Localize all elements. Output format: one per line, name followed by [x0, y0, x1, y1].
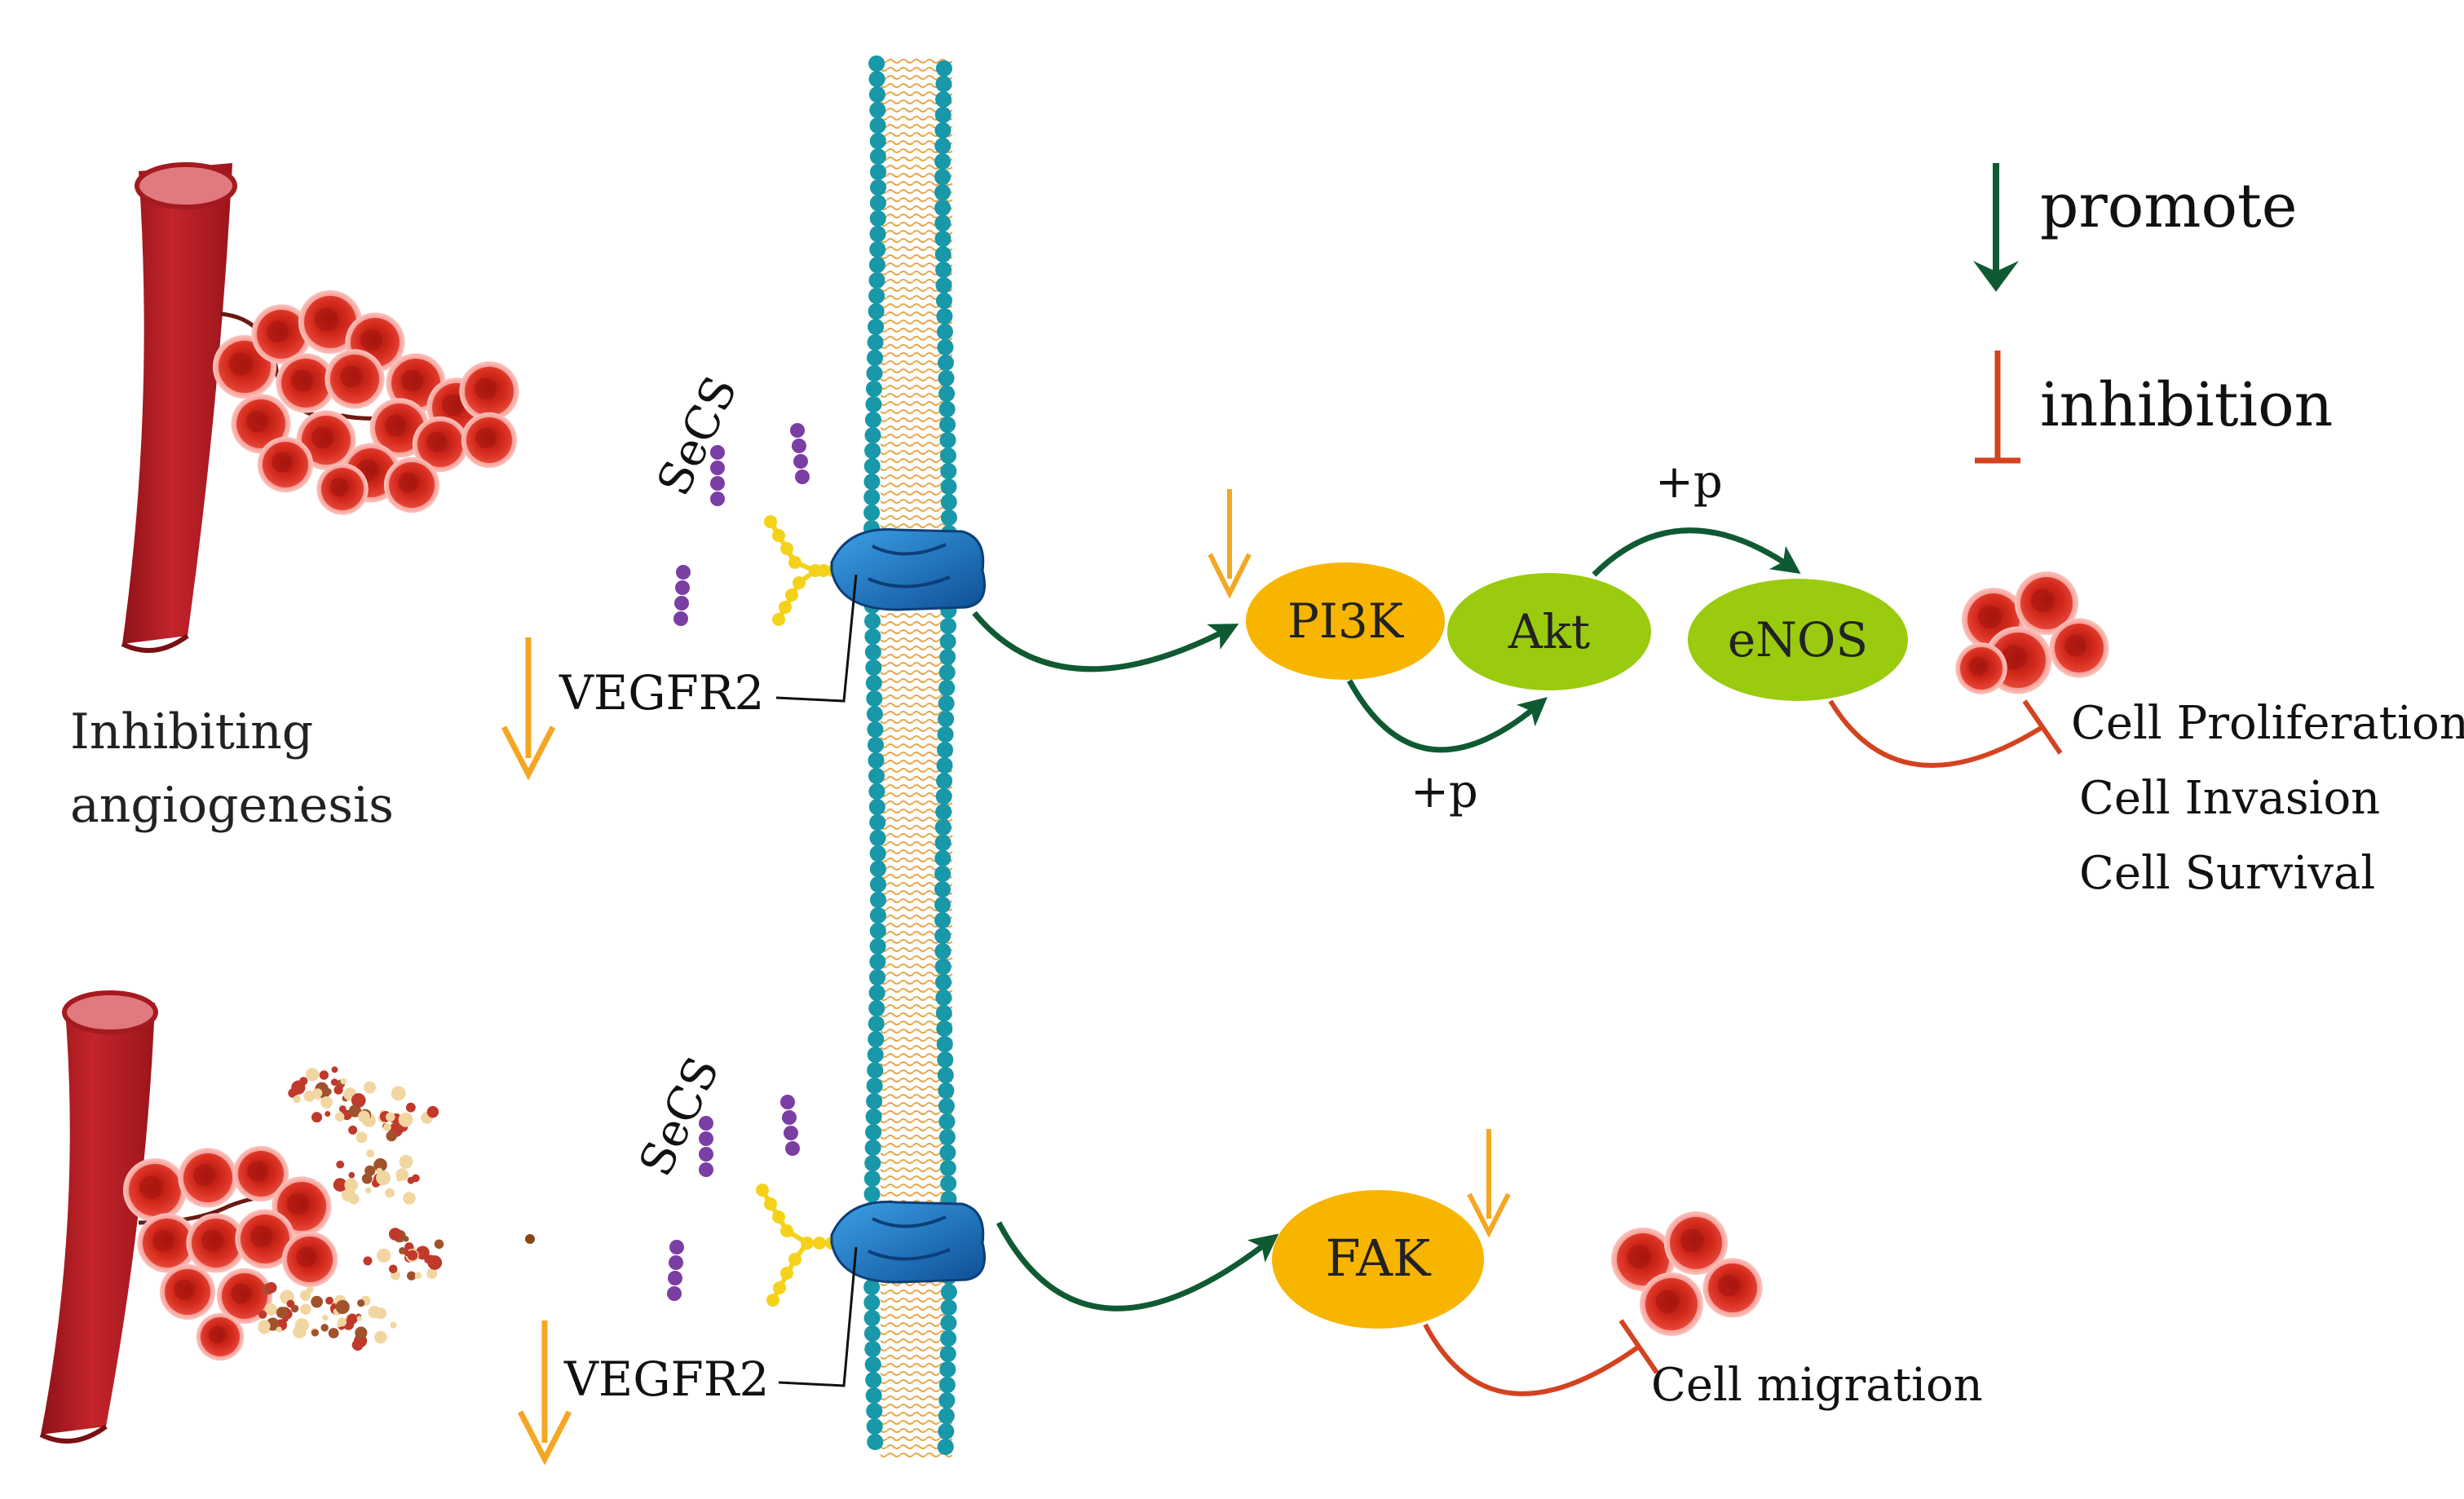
enos-label: eNOS — [1728, 612, 1868, 668]
tumor-cluster-top — [212, 289, 519, 515]
tumor-cell — [257, 436, 314, 493]
tumor-cluster-bottom — [122, 1145, 338, 1361]
tumor-cell — [178, 1148, 238, 1208]
vegfr2-receptor-top — [830, 528, 986, 611]
tumor-cell — [251, 304, 311, 364]
promote-arrow-pi3k-to-akt — [1346, 679, 1548, 753]
outcome-invasion: Cell Invasion — [2079, 772, 2380, 825]
inhibit-curve-enos-to-outcomes — [1828, 699, 2044, 768]
tumor-cell — [459, 361, 519, 421]
promote-arrow-receptor-to-fak — [996, 1221, 1279, 1312]
tumor-cell — [232, 1145, 289, 1202]
tumor-cells-bottom-right — [1610, 1210, 1763, 1337]
promote-arrow-akt-to-enos — [1592, 527, 1801, 577]
tumor-cell — [383, 456, 440, 514]
secs-molecules-bottom — [667, 1095, 800, 1301]
tumor-cell — [276, 353, 336, 413]
secs-label-top: SeCS — [647, 368, 748, 504]
tumor-cell — [235, 1209, 295, 1269]
tumor-cell — [122, 1157, 188, 1223]
caption-inhibiting: Inhibiting — [70, 703, 313, 761]
fak-node: FAK — [1272, 1190, 1484, 1329]
tumor-cell — [325, 349, 385, 409]
tumor-cell — [1639, 1272, 1704, 1337]
enos-node: eNOS — [1688, 579, 1908, 701]
secs-label-bottom: SeCS — [629, 1049, 730, 1184]
outcome-survival: Cell Survival — [2079, 847, 2375, 900]
vegfr2-receptor-bottom — [830, 1201, 986, 1284]
outcome-proliferation: Cell Proliferation — [2071, 697, 2464, 750]
inhibit-bar-enos — [2022, 699, 2063, 755]
tumor-cell — [281, 1231, 338, 1288]
inhibit-curve-fak-to-migration — [1423, 1323, 1640, 1396]
akt-node: Akt — [1447, 573, 1651, 690]
tumor-cell — [186, 1213, 246, 1273]
blood-vessel-top — [121, 162, 237, 653]
tumor-cell — [1702, 1258, 1763, 1318]
vegfr2-label-bottom: VEGFR2 — [563, 1351, 769, 1407]
caption-angiogenesis: angiogenesis — [70, 777, 394, 834]
tumor-cells-top-right — [1955, 571, 2109, 694]
phospho-label-akt-enos: +p — [1655, 456, 1723, 509]
blood-vessel-bottom — [39, 990, 158, 1444]
tumor-cell — [196, 1312, 245, 1361]
vegfr2-label-top: VEGFR2 — [559, 665, 764, 721]
inhibit-bar-fak — [1618, 1319, 1659, 1374]
debris-dot — [525, 1234, 535, 1244]
decrease-arrow-fak — [1467, 1129, 1511, 1238]
pi3k-label: PI3K — [1287, 593, 1405, 649]
tumor-cell — [2049, 618, 2109, 678]
tumor-cell — [316, 463, 369, 515]
tumor-cell — [2014, 571, 2079, 636]
fak-label: FAK — [1326, 1228, 1432, 1288]
tumor-cell — [159, 1263, 216, 1320]
decrease-arrow-pi3k — [1208, 489, 1252, 599]
tumor-cell — [137, 1213, 197, 1273]
akt-label: Akt — [1508, 604, 1590, 659]
outcome-migration: Cell migration — [1651, 1359, 1983, 1412]
apoptotic-debris — [258, 1066, 444, 1351]
phospho-label-pi3k-akt: +p — [1411, 765, 1478, 818]
ligand-yellow-top — [764, 515, 840, 626]
tumor-cell — [216, 1268, 273, 1325]
promote-legend-label: promote — [2040, 171, 2298, 241]
tumor-cell — [461, 412, 518, 469]
tumor-cell — [412, 416, 469, 473]
secs-molecules-top — [673, 423, 810, 626]
decrease-arrow-left-bottom — [517, 1320, 572, 1466]
tumor-cell — [1955, 642, 2007, 694]
ligand-yellow-bottom — [756, 1184, 840, 1307]
legend: promote inhibition — [1973, 163, 2333, 464]
promote-legend-arrowhead — [1973, 261, 2019, 292]
vegfr2-pointer-top — [775, 574, 858, 703]
vegfr2-pointer-bottom — [778, 1246, 858, 1387]
pi3k-node: PI3K — [1246, 562, 1445, 680]
inhibition-legend-label: inhibition — [2040, 370, 2333, 440]
promote-arrow-receptor-to-pi3k — [972, 611, 1239, 672]
tumor-cell — [1663, 1210, 1729, 1276]
decrease-arrow-left-top — [501, 637, 556, 781]
